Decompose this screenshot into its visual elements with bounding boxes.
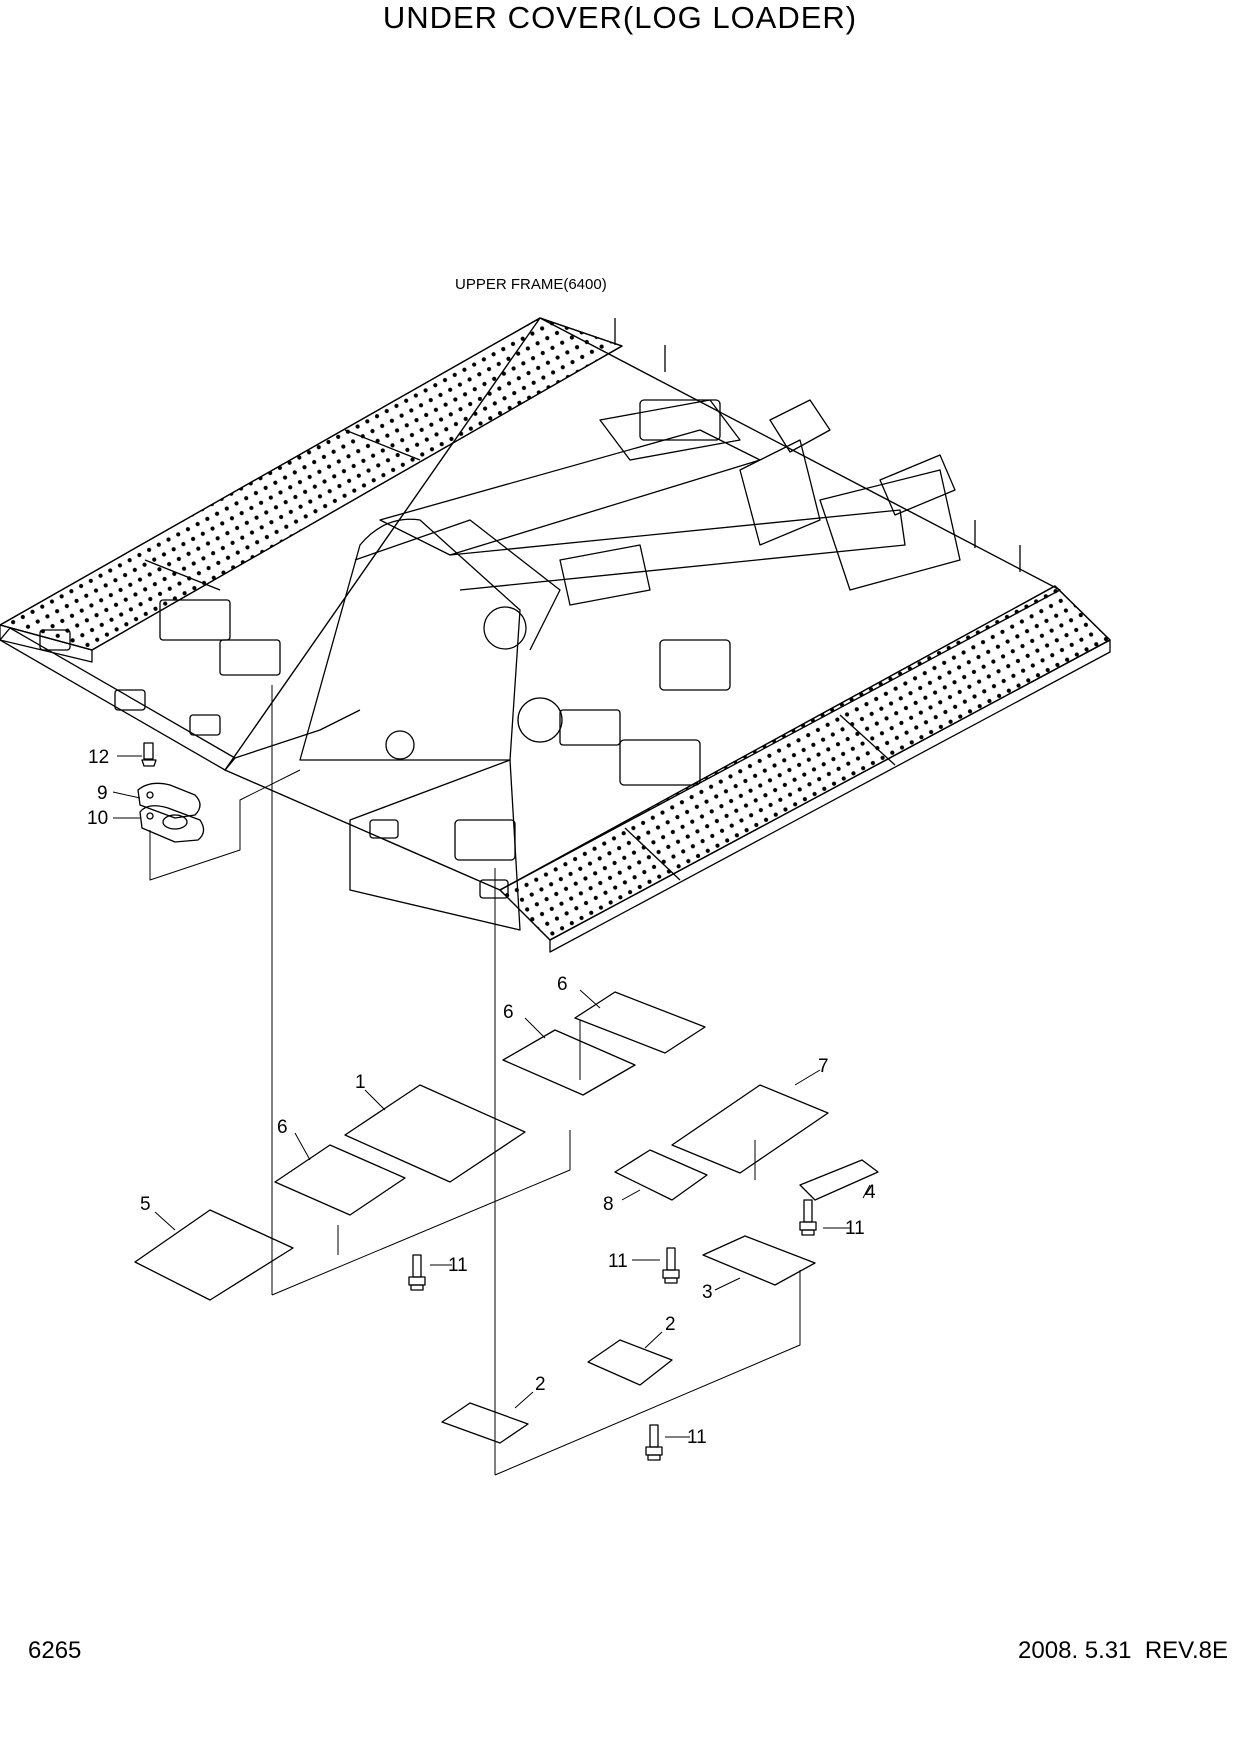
walkway-left bbox=[0, 317, 623, 771]
bolts-11 bbox=[408, 1199, 817, 1461]
callout-6-top: 6 bbox=[557, 974, 568, 995]
cover-1 bbox=[344, 1084, 526, 1183]
bolt-11-b bbox=[662, 1247, 680, 1284]
bolt-11-a bbox=[408, 1254, 426, 1291]
callout-leaders bbox=[112, 755, 871, 1438]
callout-11-c: 11 bbox=[845, 1218, 865, 1239]
callout-2-left: 2 bbox=[535, 1374, 546, 1395]
callout-6-mid: 6 bbox=[503, 1002, 514, 1023]
callout-8: 8 bbox=[603, 1194, 614, 1215]
bolt-11-c bbox=[799, 1199, 817, 1236]
upper-frame-label: UPPER FRAME(6400) bbox=[455, 276, 607, 293]
callout-9: 9 bbox=[97, 783, 108, 804]
callout-7: 7 bbox=[818, 1056, 829, 1077]
leader-lines bbox=[149, 685, 801, 1476]
callout-11-d: 11 bbox=[687, 1427, 707, 1448]
bolt-11-d bbox=[645, 1424, 663, 1461]
upper-frame bbox=[39, 317, 1061, 931]
cover-3 bbox=[702, 1235, 816, 1286]
callout-2-right: 2 bbox=[665, 1314, 676, 1335]
cover-7 bbox=[671, 1084, 829, 1174]
callout-5: 5 bbox=[140, 1194, 151, 1215]
callout-4: 4 bbox=[865, 1182, 876, 1203]
cover-plates bbox=[134, 991, 879, 1444]
cover-8 bbox=[614, 1149, 708, 1201]
callout-1: 1 bbox=[355, 1072, 366, 1093]
cover-6-top bbox=[574, 991, 706, 1054]
callout-12: 12 bbox=[88, 747, 109, 768]
callout-10: 10 bbox=[87, 808, 108, 829]
page-number: 6265 bbox=[28, 1637, 82, 1664]
cover-6-left bbox=[274, 1144, 406, 1216]
callout-6-left: 6 bbox=[277, 1117, 288, 1138]
callout-11-b: 11 bbox=[608, 1251, 628, 1272]
cover-2-right bbox=[587, 1339, 673, 1386]
callout-11-a: 11 bbox=[448, 1255, 468, 1276]
cover-4 bbox=[799, 1159, 879, 1201]
callout-labels: 12 9 10 6 6 6 1 7 5 8 4 11 11 11 11 3 2 … bbox=[87, 747, 876, 1448]
walkway-right bbox=[499, 585, 1111, 953]
cover-6-mid bbox=[502, 1029, 636, 1096]
cover-5 bbox=[134, 1209, 294, 1301]
revision-date: 2008. 5.31 REV.8E bbox=[1018, 1637, 1228, 1664]
fastener-stack-12-9-10 bbox=[137, 742, 205, 843]
cover-2-left bbox=[441, 1402, 529, 1444]
page-title: UNDER COVER(LOG LOADER) bbox=[382, 0, 858, 35]
callout-3: 3 bbox=[702, 1282, 713, 1303]
